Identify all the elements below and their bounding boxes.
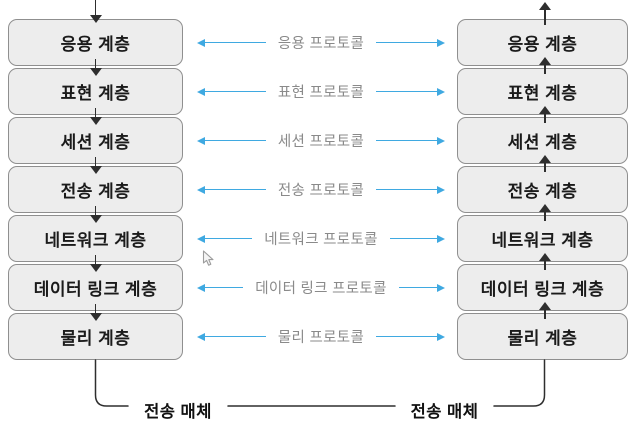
left-arrowhead-icon	[197, 283, 205, 292]
protocol-row-session: 세션 프로토콜	[197, 133, 446, 150]
left-layer-application: 응용 계층	[8, 19, 183, 66]
right-arrowhead-icon	[437, 87, 446, 96]
left-arrowhead-icon	[197, 87, 205, 96]
right-arrowhead-icon	[437, 136, 446, 145]
up-arrow-icon	[539, 155, 551, 172]
right-arrowhead-icon	[437, 332, 446, 341]
down-arrow-icon	[89, 0, 102, 23]
protocol-label: 물리 프로토콜	[277, 330, 365, 346]
up-arrow-icon	[539, 106, 551, 123]
protocol-label: 전송 프로토콜	[277, 183, 365, 199]
left-arrowhead-icon	[197, 332, 205, 341]
up-arrow-icon	[539, 2, 551, 25]
protocol-label: 응용 프로토콜	[277, 36, 365, 52]
protocol-label: 세션 프로토콜	[277, 134, 365, 150]
left-arrowhead-icon	[197, 136, 205, 145]
right-layer-physical: 물리 계층	[457, 313, 628, 360]
up-arrow-icon	[539, 302, 551, 319]
down-arrow-icon	[89, 108, 102, 125]
transmission-medium-label-right: 전송 매체	[410, 403, 479, 421]
down-arrow-icon	[89, 157, 102, 174]
protocol-label: 데이터 링크 프로토콜	[255, 281, 387, 297]
right-arrowhead-icon	[437, 283, 446, 292]
right-arrowhead-icon	[437, 185, 446, 194]
down-arrow-icon	[89, 59, 102, 76]
protocol-row-application: 응용 프로토콜	[197, 35, 446, 52]
protocol-label: 표현 프로토콜	[277, 85, 365, 101]
down-arrow-icon	[89, 255, 102, 272]
up-arrow-icon	[539, 253, 551, 270]
up-arrow-icon	[539, 57, 551, 74]
up-arrow-icon	[539, 204, 551, 221]
protocol-row-physical: 물리 프로토콜	[197, 329, 446, 346]
down-arrow-icon	[89, 206, 102, 223]
right-layer-network: 네트워크 계층	[457, 215, 628, 262]
right-arrowhead-icon	[437, 38, 446, 47]
protocol-row-datalink: 데이터 링크 프로토콜	[197, 280, 446, 297]
right-arrowhead-icon	[437, 234, 446, 243]
mouse-cursor-icon	[202, 250, 214, 266]
protocol-row-presentation: 표현 프로토콜	[197, 84, 446, 101]
protocol-label: 네트워크 프로토콜	[264, 232, 378, 248]
protocol-row-transport: 전송 프로토콜	[197, 182, 446, 199]
left-arrowhead-icon	[197, 234, 205, 243]
protocol-row-network: 네트워크 프로토콜	[197, 231, 446, 248]
right-layer-session: 세션 계층	[457, 117, 628, 164]
left-arrowhead-icon	[197, 185, 205, 194]
down-arrow-icon	[89, 304, 102, 321]
transmission-medium-label-left: 전송 매체	[144, 403, 212, 421]
left-arrowhead-icon	[197, 38, 205, 47]
